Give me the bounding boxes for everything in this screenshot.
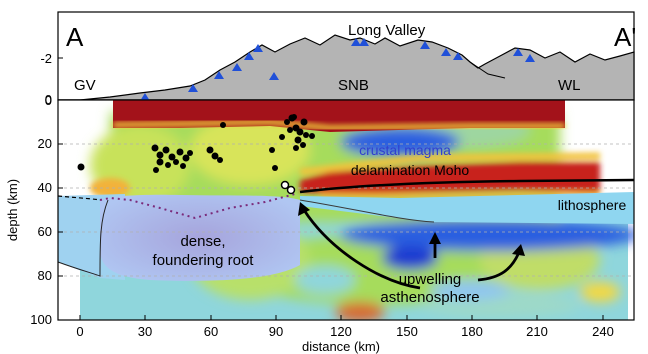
arrow-heads xyxy=(298,202,525,256)
topography-profile xyxy=(58,34,635,101)
section-end-label: A' xyxy=(614,22,636,52)
crust-transition xyxy=(112,119,565,131)
fault-line xyxy=(469,61,506,79)
section-start-label: A xyxy=(66,22,84,52)
station-triangle xyxy=(188,84,198,92)
distance-tick-label: 180 xyxy=(461,324,483,339)
station-triangle xyxy=(244,52,254,60)
distance-tick-label: 210 xyxy=(526,324,548,339)
x-axis-label: distance (km) xyxy=(302,339,380,354)
distance-tick-label: 30 xyxy=(138,324,152,339)
long-valley-label: Long Valley xyxy=(348,22,426,39)
depth-tick-label: 40 xyxy=(38,180,52,195)
upwelling-arrow-left xyxy=(302,209,421,290)
velocity-model xyxy=(58,100,634,320)
depth-tick-marks xyxy=(58,143,63,277)
deep-earthquakes xyxy=(280,180,296,195)
root-outline xyxy=(57,199,109,277)
lithosphere-region xyxy=(300,192,634,224)
distance-tick-label: 150 xyxy=(396,324,418,339)
elevation-tick-label: 0 xyxy=(45,93,52,108)
distance-tick-marks xyxy=(79,315,604,320)
elevation-tick-label: -2 xyxy=(40,51,52,66)
distance-tick-label: 240 xyxy=(592,324,614,339)
y-axis-label: depth (km) xyxy=(5,179,20,241)
depth-tick-label: 0 xyxy=(45,92,52,107)
station-triangle xyxy=(140,93,150,101)
depth-gridlines xyxy=(58,143,634,277)
plot-frame xyxy=(57,99,635,321)
gv-label: GV xyxy=(74,77,96,94)
snb-label: SNB xyxy=(338,77,369,94)
dense-root-label-line1: dense, xyxy=(180,233,225,250)
station-triangle xyxy=(359,38,369,46)
distance-tick-label: 90 xyxy=(269,324,283,339)
station-triangle xyxy=(269,72,279,80)
foundering-root xyxy=(100,194,300,281)
distance-tick-label: 60 xyxy=(204,324,218,339)
distance-tick-labels: 0 30 60 90 120 150 180 210 240 xyxy=(76,324,613,339)
station-triangle xyxy=(253,44,263,52)
distance-tick-label: 0 xyxy=(76,324,83,339)
moho-line xyxy=(299,178,635,194)
depth-tick-label: 60 xyxy=(38,224,52,239)
station-triangle xyxy=(351,38,361,46)
station-triangle xyxy=(525,54,535,62)
station-triangle xyxy=(453,52,463,60)
station-triangle xyxy=(214,71,224,79)
upwelling-label-line1: upwelling xyxy=(399,271,462,288)
depth-tick-labels: 0 20 40 60 80 100 xyxy=(30,92,52,327)
station-triangles xyxy=(140,38,535,101)
wl-label: WL xyxy=(558,77,581,94)
lithosphere-base-line xyxy=(299,199,435,223)
station-triangle xyxy=(420,41,430,49)
root-top-dotted xyxy=(99,193,296,220)
deep-earthquake-dot xyxy=(280,180,290,190)
dense-root-label-line2: foundering root xyxy=(153,252,255,269)
depth-tick-label: 20 xyxy=(38,136,52,151)
crustal-magma-label: crustal magma xyxy=(359,142,451,158)
topography-panel: -2 0 A A' Long Valley GV SNB WL xyxy=(40,11,636,108)
depth-tick-label: 80 xyxy=(38,268,52,283)
deep-earthquake-dot xyxy=(286,185,296,195)
station-triangle xyxy=(232,63,242,71)
station-triangle xyxy=(513,48,523,56)
depth-tick-label: 100 xyxy=(30,312,52,327)
distance-tick-label: 120 xyxy=(330,324,352,339)
earthquake-dot xyxy=(220,122,226,128)
upwelling-label-line2: asthenosphere xyxy=(380,289,479,306)
station-triangle xyxy=(441,48,451,56)
lithosphere-label: lithosphere xyxy=(558,197,627,213)
earthquake-dot xyxy=(77,163,85,171)
delamination-moho-label: delamination Moho xyxy=(351,162,470,178)
earthquake-hypocenters xyxy=(77,114,315,173)
tomography-panel: crustal magma delamination Moho lithosph… xyxy=(5,92,635,354)
